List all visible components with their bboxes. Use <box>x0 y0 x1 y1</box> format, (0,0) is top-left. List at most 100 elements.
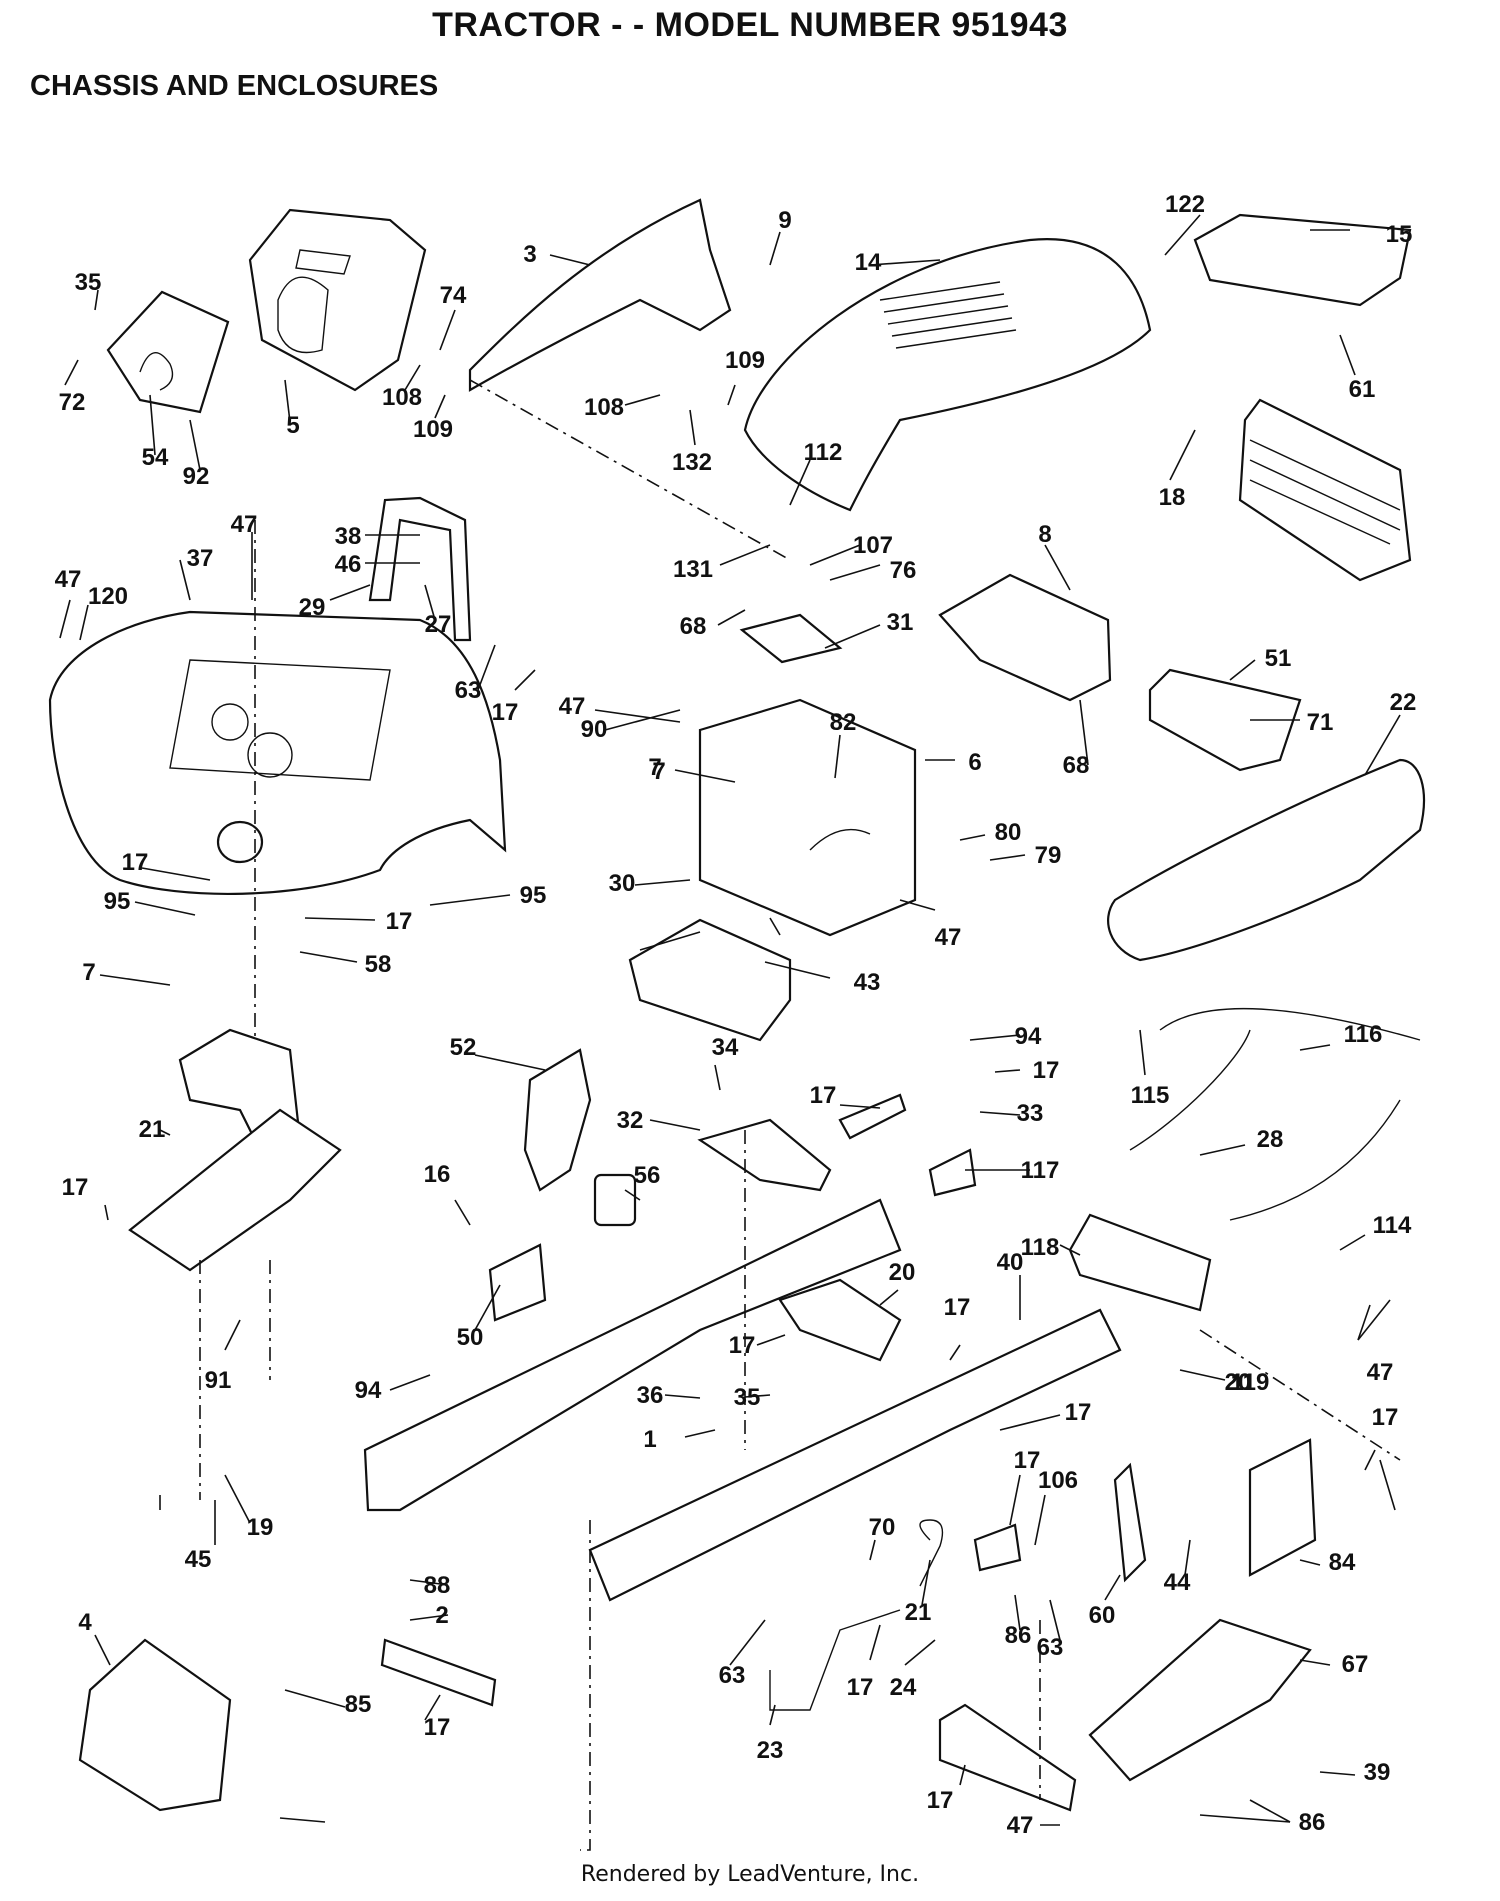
callout-label: 21 <box>905 1599 932 1626</box>
callout-label: 47 <box>55 566 82 593</box>
callout-label: 38 <box>335 523 362 550</box>
callout-label: 116 <box>1344 1021 1383 1048</box>
callout-label: 20 <box>889 1259 916 1286</box>
callout-label: 4 <box>78 1609 92 1636</box>
callout-label: 9 <box>778 207 791 234</box>
callout-label: 95 <box>104 888 131 915</box>
callout-label: 6 <box>968 749 981 776</box>
callout-label: 95 <box>520 882 547 909</box>
callout-label: 17 <box>1372 1404 1399 1431</box>
callout-label: 108 <box>584 394 624 421</box>
callout-label: 47 <box>935 924 962 951</box>
callout-label: 86 <box>1005 1622 1032 1649</box>
callout-label: 47 <box>1007 1812 1034 1839</box>
callout-label: 114 <box>1373 1212 1412 1239</box>
callout-label: 14 <box>855 249 882 276</box>
callout-label: 63 <box>719 1662 746 1689</box>
callout-label: 47 <box>559 693 586 720</box>
callout-label: 132 <box>672 449 712 476</box>
callout-labels: 35 72 54 92 5 74 108 109 3 9 108 132 109… <box>55 191 1417 1839</box>
callout-label: 15 <box>1386 221 1413 248</box>
callout-label: 61 <box>1349 376 1376 403</box>
callout-label: 37 <box>187 545 214 572</box>
callout-label: 34 <box>712 1034 739 1061</box>
callout-label: 94 <box>355 1377 382 1404</box>
callout-label: 70 <box>869 1514 896 1541</box>
callout-label: 17 <box>927 1787 954 1814</box>
callout-label: 23 <box>757 1737 784 1764</box>
callout-label: 109 <box>725 347 765 374</box>
callout-label: 94 <box>1015 1023 1042 1050</box>
callout-label: 51 <box>1265 645 1292 672</box>
callout-label: 22 <box>1390 689 1417 716</box>
callout-label: 56 <box>634 1162 661 1189</box>
callout-label: 29 <box>299 594 326 621</box>
callout-label: 28 <box>1257 1126 1284 1153</box>
callout-label: 67 <box>1342 1651 1369 1678</box>
callout-label: 30 <box>609 870 636 897</box>
callout-label: 17 <box>847 1674 874 1701</box>
callout-label: 80 <box>995 819 1022 846</box>
callout-label: 2 <box>435 1602 448 1629</box>
callout-label: 33 <box>1017 1100 1044 1127</box>
leader-lines <box>59 214 1401 1826</box>
callout-label: 120 <box>88 583 128 610</box>
footer-credit: Rendered by LeadVenture, Inc. <box>580 1862 920 1887</box>
callout-label: 76 <box>890 557 917 584</box>
callout-label: 35 <box>734 1384 761 1411</box>
callout-label: 72 <box>59 389 86 416</box>
callout-label: 7 <box>82 959 95 986</box>
callout-label: 17 <box>492 699 519 726</box>
callout-label: 108 <box>382 384 422 411</box>
callout-label: 54 <box>142 444 169 471</box>
callout-label: 92 <box>183 463 210 490</box>
callout-label: 74 <box>440 282 467 309</box>
assembly-lines <box>199 379 1401 1851</box>
callout-label: 24 <box>890 1674 917 1701</box>
callout-label: 119 <box>1231 1369 1270 1396</box>
callout-label: 106 <box>1038 1467 1078 1494</box>
callout-label: 50 <box>457 1324 484 1351</box>
callout-label: 17 <box>122 849 149 876</box>
callout-label: 58 <box>365 951 392 978</box>
callout-label: 45 <box>185 1546 212 1573</box>
callout-label: 17 <box>1033 1057 1060 1084</box>
callout-label: 17 <box>729 1332 756 1359</box>
callout-label: 63 <box>455 677 482 704</box>
callout-label: 47 <box>1367 1359 1394 1386</box>
callout-label: 17 <box>1065 1399 1092 1426</box>
callout-label: 17 <box>944 1294 971 1321</box>
callout-label: 5 <box>286 412 299 439</box>
page-title: TRACTOR - - MODEL NUMBER 951943 <box>432 6 1068 44</box>
callout-label: 63 <box>1037 1634 1064 1661</box>
callout-label: 84 <box>1329 1549 1356 1576</box>
callout-label: 36 <box>637 1382 664 1409</box>
callout-label: 32 <box>617 1107 644 1134</box>
callout-label: 88 <box>424 1572 451 1599</box>
callout-label: 131 <box>673 556 713 583</box>
callout-label: 117 <box>1021 1157 1060 1184</box>
callout-label: 44 <box>1164 1569 1191 1596</box>
callout-label: 86 <box>1299 1809 1326 1836</box>
callout-label: 90 <box>581 716 608 743</box>
callout-label: 35 <box>75 269 102 296</box>
callout-label: 27 <box>425 611 452 638</box>
callout-label: 82 <box>830 709 857 736</box>
callout-label: 17 <box>810 1082 837 1109</box>
callout-label: 18 <box>1159 484 1186 511</box>
callout-label: 16 <box>424 1161 451 1188</box>
part-illustrations <box>48 198 1425 1812</box>
callout-label: 47 <box>231 511 258 538</box>
callout-label: 43 <box>854 969 881 996</box>
callout-label: 31 <box>887 609 914 636</box>
callout-label: 68 <box>680 613 707 640</box>
callout-label: 60 <box>1089 1602 1116 1629</box>
callout-label: 17 <box>62 1174 89 1201</box>
callout-label: 118 <box>1021 1234 1060 1261</box>
callout-label: 107 <box>853 532 893 559</box>
callout-label: 7 <box>648 754 661 781</box>
callout-label: 122 <box>1165 191 1205 218</box>
callout-label: 68 <box>1063 752 1090 779</box>
callout-label: 7 <box>652 758 665 785</box>
